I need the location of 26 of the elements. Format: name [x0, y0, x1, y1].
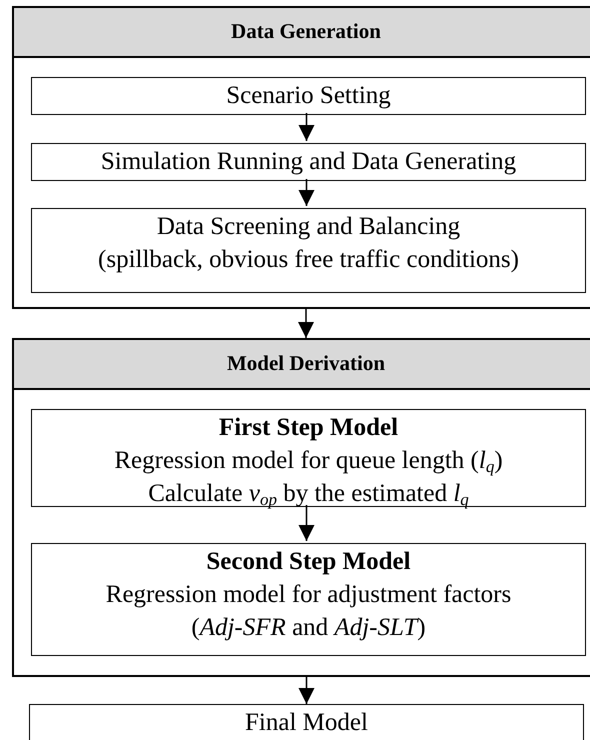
process-box: [31, 77, 586, 115]
arrow: [298, 309, 314, 338]
process-box: [31, 208, 586, 293]
box-text: Regression model for adjustment factors: [106, 580, 512, 610]
box-text: Final Model: [245, 708, 368, 738]
box-text: Data Screening and Balancing: [156, 212, 460, 242]
arrow: [298, 677, 314, 704]
arrow: [298, 113, 314, 141]
process-box: [29, 704, 584, 740]
box-text: Simulation Running and Data Generating: [100, 147, 516, 177]
section-panel: [12, 6, 590, 309]
box-text: Scenario Setting: [226, 81, 391, 111]
section-heading: Model Derivation: [14, 340, 590, 390]
box-title: First Step Model: [218, 413, 398, 443]
process-box: [31, 143, 586, 181]
box-text: Calculate v$_{op}$ by the estimated l$_{q}$: [148, 479, 469, 510]
box-title: Second Step Model: [206, 547, 411, 577]
process-box: [31, 409, 586, 507]
box-text: Regression model for queue length (l$_{q}$): [114, 446, 503, 477]
arrow: [298, 179, 314, 206]
box-text: (Adj-SFR and Adj-SLT): [191, 613, 426, 643]
process-box: [31, 543, 586, 656]
section-panel: [12, 338, 590, 677]
section-heading: Data Generation: [14, 8, 590, 58]
arrow: [298, 505, 314, 541]
box-text: (spillback, obvious free traffic conditions): [98, 245, 519, 275]
